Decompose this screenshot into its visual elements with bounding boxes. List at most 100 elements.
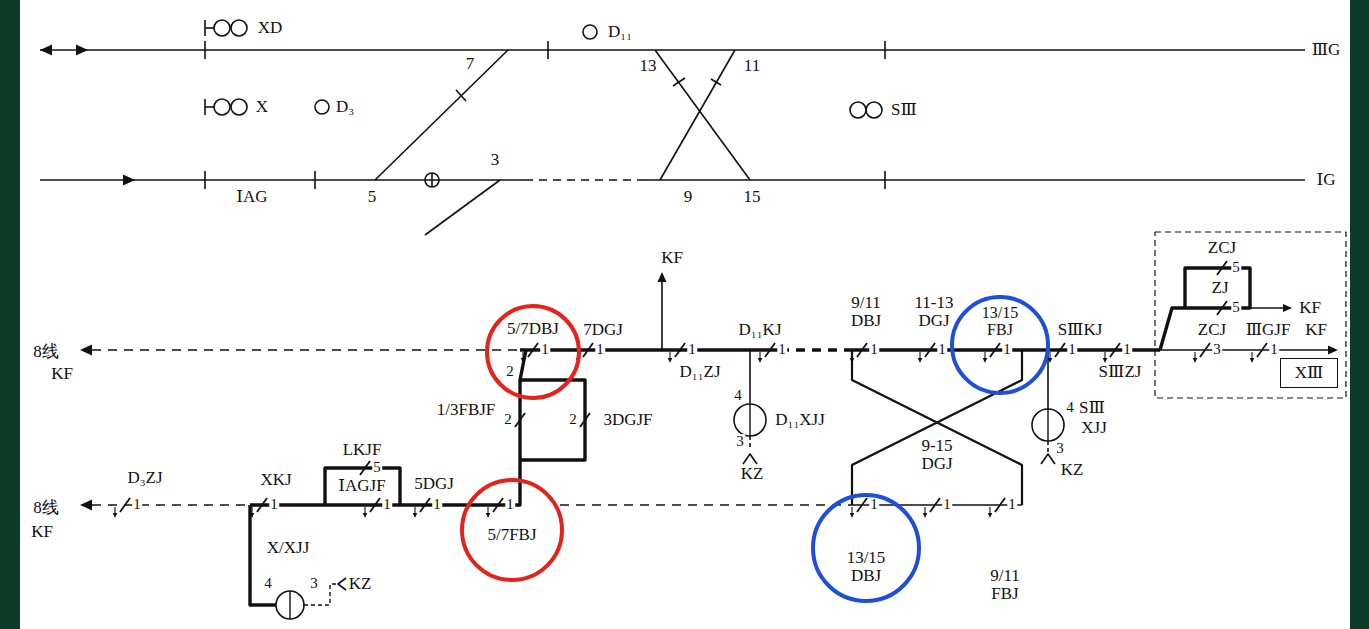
circle-outline xyxy=(811,493,921,603)
relay-contact xyxy=(493,498,503,512)
circle-outline xyxy=(485,304,581,400)
relay-contact xyxy=(120,498,130,512)
contact-number: 3 xyxy=(490,151,501,169)
contact-number: 1 xyxy=(505,497,515,513)
relay-contact xyxy=(360,461,370,475)
contact-number: 7 xyxy=(465,55,476,73)
circuit-label: 1/3FBJF xyxy=(436,401,497,419)
contact-arrow xyxy=(1194,352,1195,358)
contact-number: 1 xyxy=(869,497,879,513)
signal-post xyxy=(205,27,214,29)
circuit-label: 8线 xyxy=(32,499,60,517)
relay-contact xyxy=(930,498,940,512)
arrowhead xyxy=(40,45,52,56)
switch-line xyxy=(425,180,500,235)
arrowhead xyxy=(850,513,855,518)
relay-contact xyxy=(420,498,430,512)
contact-number: 5 xyxy=(1231,300,1241,316)
circle-outline xyxy=(952,297,1048,393)
relay-coil-bar xyxy=(289,591,290,619)
contact-number: 9 xyxy=(683,188,694,206)
contact-arrow xyxy=(851,352,852,358)
track-label: ⅠG xyxy=(1316,171,1337,189)
node-text: 5/7DBJ xyxy=(507,320,559,338)
contact-number: 1 xyxy=(687,342,697,358)
contact-arrow xyxy=(414,507,415,513)
contact-number: 4 xyxy=(263,576,273,592)
paper-ground xyxy=(20,0,1350,629)
relay-contact xyxy=(1200,343,1210,357)
circuit-wire xyxy=(560,504,852,506)
relay-contact xyxy=(370,498,380,512)
power-terminal xyxy=(338,578,346,590)
arrowhead xyxy=(413,513,418,518)
track-line xyxy=(40,49,1305,51)
contact-arrow xyxy=(364,507,365,513)
circle-outline xyxy=(487,306,579,398)
contact-number: 4 xyxy=(733,388,743,404)
insulated-joint xyxy=(314,171,316,189)
circuit-label: ZJ xyxy=(1211,279,1230,297)
relay-contact xyxy=(925,343,935,357)
contact-arrow xyxy=(1049,352,1050,358)
track-label: XD xyxy=(257,19,284,37)
track-label: X xyxy=(255,98,269,116)
contact-number: 1 xyxy=(1269,342,1279,358)
signal-lamp xyxy=(214,99,230,115)
route-wire xyxy=(520,348,780,351)
contact-number: 2 xyxy=(568,412,578,428)
signal-lamp xyxy=(231,20,247,36)
contact-arrow xyxy=(919,352,920,358)
arrowhead xyxy=(983,358,988,363)
relay-contact xyxy=(580,413,590,427)
circuit-label: 9/11 FBJ xyxy=(981,567,1029,603)
insulated-joint xyxy=(547,41,549,59)
relay-contact xyxy=(1055,343,1065,357)
cross-wire xyxy=(852,350,1022,505)
contact-number: 3 xyxy=(309,576,319,592)
circuit-label: D₁₁ZJ xyxy=(678,363,721,381)
signal-lamp xyxy=(866,102,882,118)
relay-contact xyxy=(857,343,867,357)
circuit-label: 8线 xyxy=(32,343,60,361)
circuit-label: ⅠAGJF xyxy=(337,477,386,495)
contact-number: 4 xyxy=(1065,400,1075,416)
relay-contact xyxy=(583,343,593,357)
circuit-label: D₁₁XJJ xyxy=(774,411,826,429)
circle-outline xyxy=(462,480,562,580)
contact-number: 1 xyxy=(942,497,952,513)
track-label: D₃ xyxy=(335,98,355,116)
arrowhead xyxy=(80,345,92,356)
arrowhead xyxy=(486,513,491,518)
contact-arrow xyxy=(989,507,990,513)
insulated-joint xyxy=(884,171,886,189)
contact-number: 5 xyxy=(367,188,378,206)
contact-number: 2 xyxy=(503,412,513,428)
contact-number: 3 xyxy=(735,434,745,450)
circuit-label: ZCJ xyxy=(1197,321,1227,339)
relay-contact xyxy=(765,343,775,357)
circuit-label: LKJF xyxy=(342,441,383,459)
contact-arrow xyxy=(1251,352,1252,358)
circuit-label: ZCJ xyxy=(1207,239,1237,257)
circuit-label: 9-15 DGJ xyxy=(913,437,961,473)
contact-number: 1 xyxy=(269,497,279,513)
arrowhead xyxy=(758,358,763,363)
circle-outline xyxy=(813,495,919,601)
relay-contact xyxy=(675,343,685,357)
node-text: 13/15 FBJ xyxy=(976,305,1024,339)
arrowhead xyxy=(363,513,368,518)
switch-tick xyxy=(456,90,466,101)
contact-number: 1 xyxy=(1007,497,1017,513)
arrowhead-group xyxy=(40,45,1338,518)
track-label: D₁₁ xyxy=(607,23,633,41)
signal-lamp xyxy=(231,99,247,115)
arrowhead xyxy=(668,358,673,363)
circuit-label: 7DGJ xyxy=(582,321,624,339)
insulated-joint xyxy=(204,171,206,189)
arrowhead xyxy=(658,272,667,282)
contact-number: 5 xyxy=(1231,260,1241,276)
circuit-label: X/XJJ xyxy=(266,539,311,557)
dashed-frame xyxy=(1155,232,1346,398)
